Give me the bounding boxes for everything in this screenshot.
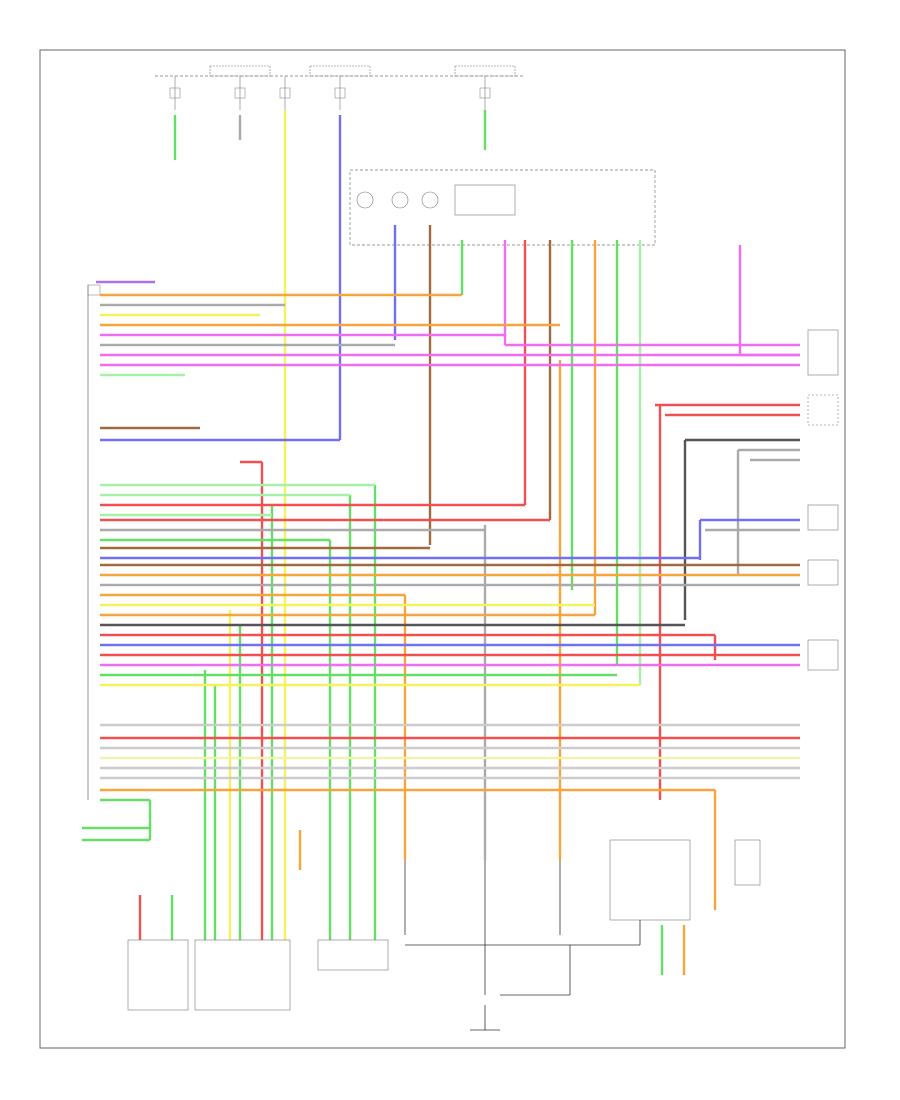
top-bus: [155, 65, 525, 110]
horizontal-wires: [82, 280, 800, 842]
bottom-components: [127, 839, 761, 1031]
diagram-border: [39, 49, 846, 1049]
combination-meter: [349, 169, 656, 246]
vertical-wires: [138, 110, 742, 975]
ecm-block: [87, 284, 101, 800]
right-components: [807, 329, 839, 671]
